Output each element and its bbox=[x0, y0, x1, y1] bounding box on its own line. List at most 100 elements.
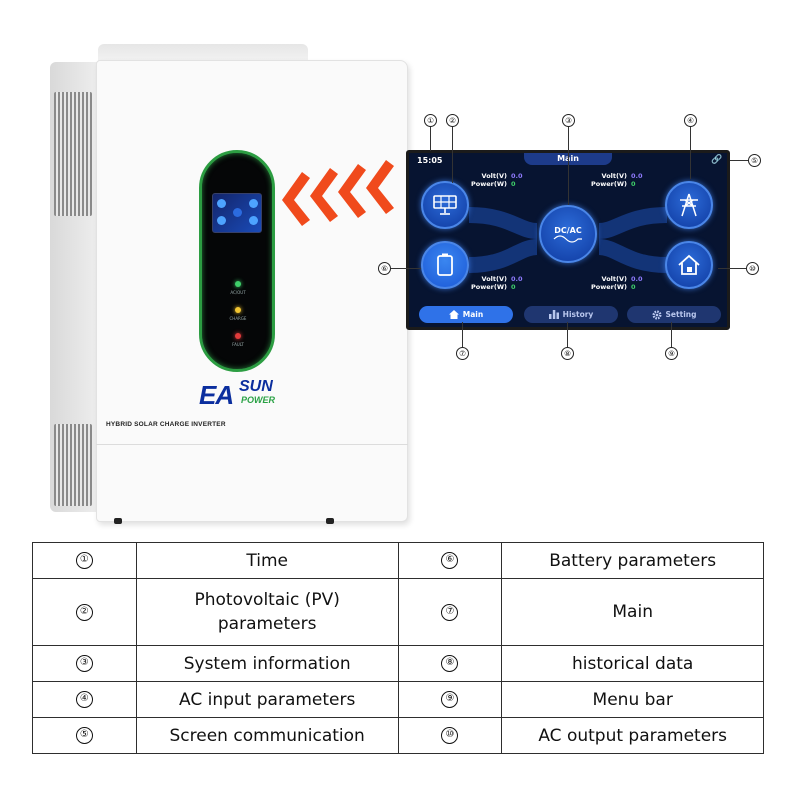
ac-output-power-label: Power(W) bbox=[591, 283, 627, 291]
led-ac-out bbox=[235, 281, 241, 287]
ac-input-button[interactable] bbox=[665, 181, 713, 229]
home-icon bbox=[448, 310, 459, 319]
system-info-button[interactable]: DC/AC bbox=[539, 205, 597, 263]
ac-output-power-value: 0 bbox=[630, 283, 636, 291]
mini-pv-icon bbox=[217, 199, 226, 208]
menu-setting-button[interactable]: Setting bbox=[627, 306, 721, 323]
callout-number-1: ① bbox=[424, 114, 437, 127]
led-charge bbox=[235, 307, 241, 313]
ac-output-volt-value: 0.0 bbox=[630, 275, 643, 283]
pv-power-value: 0 bbox=[510, 180, 516, 188]
legend-num-badge: ⑤ bbox=[75, 727, 93, 744]
legend-num: ① bbox=[32, 542, 137, 579]
callout-number-7: ⑦ bbox=[456, 347, 469, 360]
menu-history-button[interactable]: History bbox=[524, 306, 618, 323]
ac-input-power-value: 0 bbox=[630, 180, 636, 188]
table-row: ③ System information ⑧ historical data bbox=[32, 645, 764, 682]
callout-number-6: ⑥ bbox=[378, 262, 391, 275]
menu-main-label: Main bbox=[462, 310, 484, 319]
menu-setting-label: Setting bbox=[665, 310, 697, 319]
table-row: ⑤ Screen communication ⑩ AC output param… bbox=[32, 717, 764, 754]
legend-num: ② bbox=[32, 578, 137, 646]
legend-desc: System information bbox=[135, 645, 399, 682]
legend-num: ⑨ bbox=[397, 681, 503, 718]
led-label: AC/OUT bbox=[230, 290, 246, 295]
pv-volt-label: Volt(V) bbox=[481, 172, 507, 180]
ac-output-button[interactable] bbox=[665, 241, 713, 289]
inverter-front-panel bbox=[96, 60, 408, 522]
wave-icon bbox=[553, 234, 582, 243]
menu-history-label: History bbox=[562, 310, 594, 319]
pv-volt-value: 0.0 bbox=[510, 172, 523, 180]
callout-leader-10 bbox=[718, 268, 746, 269]
callout-leader-5 bbox=[730, 160, 748, 161]
pv-power-label: Power(W) bbox=[471, 180, 507, 188]
led-label: CHARGE bbox=[229, 316, 247, 321]
callout-number-10: ⑩ bbox=[746, 262, 759, 275]
legend-desc: Time bbox=[135, 542, 399, 579]
pv-button[interactable] bbox=[421, 181, 469, 229]
power-tower-icon bbox=[680, 193, 698, 217]
battery-parameters: Volt(V)0.0 Power(W)0 bbox=[471, 275, 525, 291]
ac-output-parameters: Volt(V)0.0 Power(W)0 bbox=[591, 275, 645, 291]
vent-grille-bottom bbox=[54, 424, 92, 506]
brand-logo-ea: EA bbox=[199, 380, 234, 410]
pv-parameters: Volt(V)0.0 Power(W)0 bbox=[471, 172, 525, 188]
callout-number-3: ③ bbox=[562, 114, 575, 127]
battery-button[interactable] bbox=[421, 241, 469, 289]
legend-num: ④ bbox=[32, 681, 137, 718]
legend-num-badge: ③ bbox=[75, 655, 93, 672]
legend-desc: Main bbox=[501, 578, 764, 646]
system-label: DC/AC bbox=[554, 225, 582, 235]
brand-logo-power: POWER bbox=[241, 395, 276, 405]
legend-num: ⑧ bbox=[397, 645, 503, 682]
callout-leader-7 bbox=[462, 322, 463, 347]
legend-num: ⑦ bbox=[397, 578, 503, 646]
solar-panel-icon bbox=[433, 195, 457, 215]
mini-home-icon bbox=[249, 216, 258, 225]
callout-leader-8 bbox=[567, 322, 568, 347]
gear-icon bbox=[652, 310, 662, 319]
control-panel: AC/OUT CHARGE FAULT bbox=[199, 150, 275, 372]
home-plug-icon bbox=[678, 254, 700, 275]
screen-time: 15:05 bbox=[417, 156, 443, 165]
callout-leader-1 bbox=[430, 127, 431, 151]
inverter-divider bbox=[96, 444, 408, 445]
chevron-left-icon bbox=[282, 160, 394, 226]
legend-num-badge: ⑨ bbox=[441, 691, 459, 708]
callout-leader-2 bbox=[452, 127, 453, 183]
legend-desc: Menu bar bbox=[501, 681, 764, 718]
bar-chart-icon bbox=[548, 310, 559, 319]
brand-logo-sun: SUN bbox=[239, 378, 273, 395]
brand-logo: EA SUN POWER bbox=[199, 378, 275, 411]
legend-num-badge: ⑦ bbox=[441, 603, 459, 621]
legend-desc: historical data bbox=[501, 645, 764, 682]
led-label: FAULT bbox=[232, 342, 244, 347]
legend-num-badge: ② bbox=[75, 603, 93, 621]
legend-table: ① Time ⑥ Battery parameters ② Photovolta… bbox=[32, 542, 764, 754]
legend-desc: AC input parameters bbox=[135, 681, 399, 718]
legend-num: ⑩ bbox=[397, 717, 503, 754]
inverter-caption: HYBRID SOLAR CHARGE INVERTER bbox=[106, 421, 226, 428]
link-icon[interactable]: 🔗 bbox=[711, 155, 723, 165]
callout-leader-9 bbox=[671, 322, 672, 347]
mini-battery-icon bbox=[217, 216, 226, 225]
pointer-arrows bbox=[282, 160, 394, 226]
vent-grille-top bbox=[54, 92, 92, 216]
callout-leader-4 bbox=[690, 127, 691, 179]
callout-number-5: ⑤ bbox=[748, 154, 761, 167]
table-row: ② Photovoltaic (PV) parameters ⑦ Main bbox=[32, 578, 764, 646]
menu-main-button[interactable]: Main bbox=[419, 306, 513, 323]
legend-desc: Screen communication bbox=[135, 717, 399, 754]
callout-number-4: ④ bbox=[684, 114, 697, 127]
battery-icon bbox=[437, 253, 453, 276]
callout-leader-3 bbox=[568, 127, 569, 205]
inverter-unit: AC/OUT CHARGE FAULT EA SUN POWER HYBRID … bbox=[44, 40, 408, 524]
legend-desc: AC output parameters bbox=[501, 717, 764, 754]
legend-num: ③ bbox=[32, 645, 137, 682]
ac-input-parameters: Volt(V)0.0 Power(W)0 bbox=[591, 172, 645, 188]
mini-touch-screen[interactable] bbox=[212, 193, 262, 233]
legend-num-badge: ④ bbox=[75, 691, 93, 708]
screen-flow-background bbox=[468, 207, 668, 273]
battery-volt-label: Volt(V) bbox=[481, 275, 507, 283]
